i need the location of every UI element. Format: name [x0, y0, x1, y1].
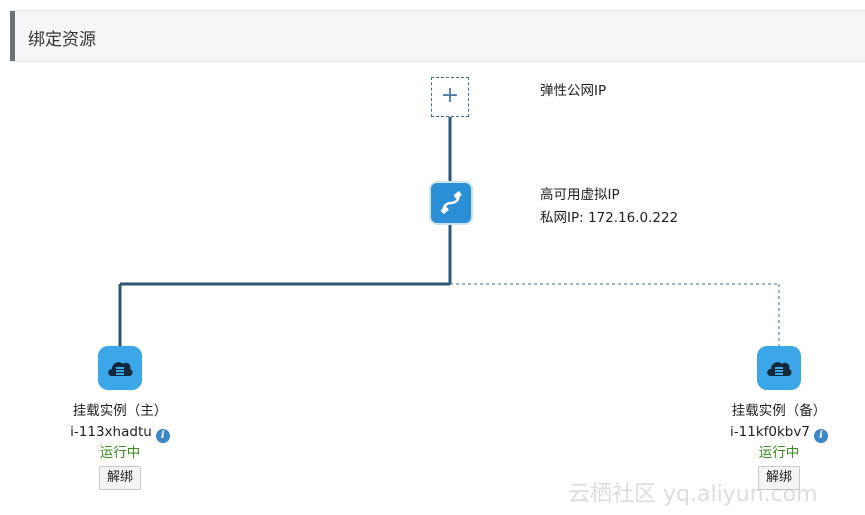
info-icon[interactable]: i: [813, 429, 828, 443]
instance-standby-icon[interactable]: [757, 346, 801, 390]
unbind-standby-button[interactable]: 解绑: [757, 466, 800, 490]
unbind-primary-button[interactable]: 解绑: [98, 466, 141, 490]
info-icon[interactable]: i: [155, 429, 170, 443]
instance-role: 挂载实例（备）: [731, 403, 827, 419]
vip-private-ip: 私网IP: 172.16.0.222: [540, 210, 679, 226]
eip-label: 弹性公网IP: [540, 83, 607, 99]
instance-status: 运行中: [758, 445, 800, 461]
instance-id: i-11kf0kbv7: [730, 424, 810, 440]
instance-role: 挂载实例（主）: [72, 403, 168, 419]
cloud-server-icon: [108, 362, 133, 376]
instance-id: i-113xhadtu: [70, 424, 152, 440]
instance-primary-icon[interactable]: [98, 346, 142, 390]
section-header-accent-bar: [10, 11, 15, 61]
plug-icon: [440, 191, 462, 214]
watermark: 云栖社区 yq.aliyun.com: [568, 482, 818, 507]
vip-icon[interactable]: [429, 181, 473, 225]
instance-status: 运行中: [99, 445, 141, 461]
vip-title: 高可用虚拟IP: [540, 187, 620, 203]
add-eip-button[interactable]: +: [431, 77, 469, 117]
cloud-server-icon: [767, 362, 792, 376]
section-title: 绑定资源: [28, 30, 96, 50]
section-header: 绑定资源: [10, 10, 865, 62]
